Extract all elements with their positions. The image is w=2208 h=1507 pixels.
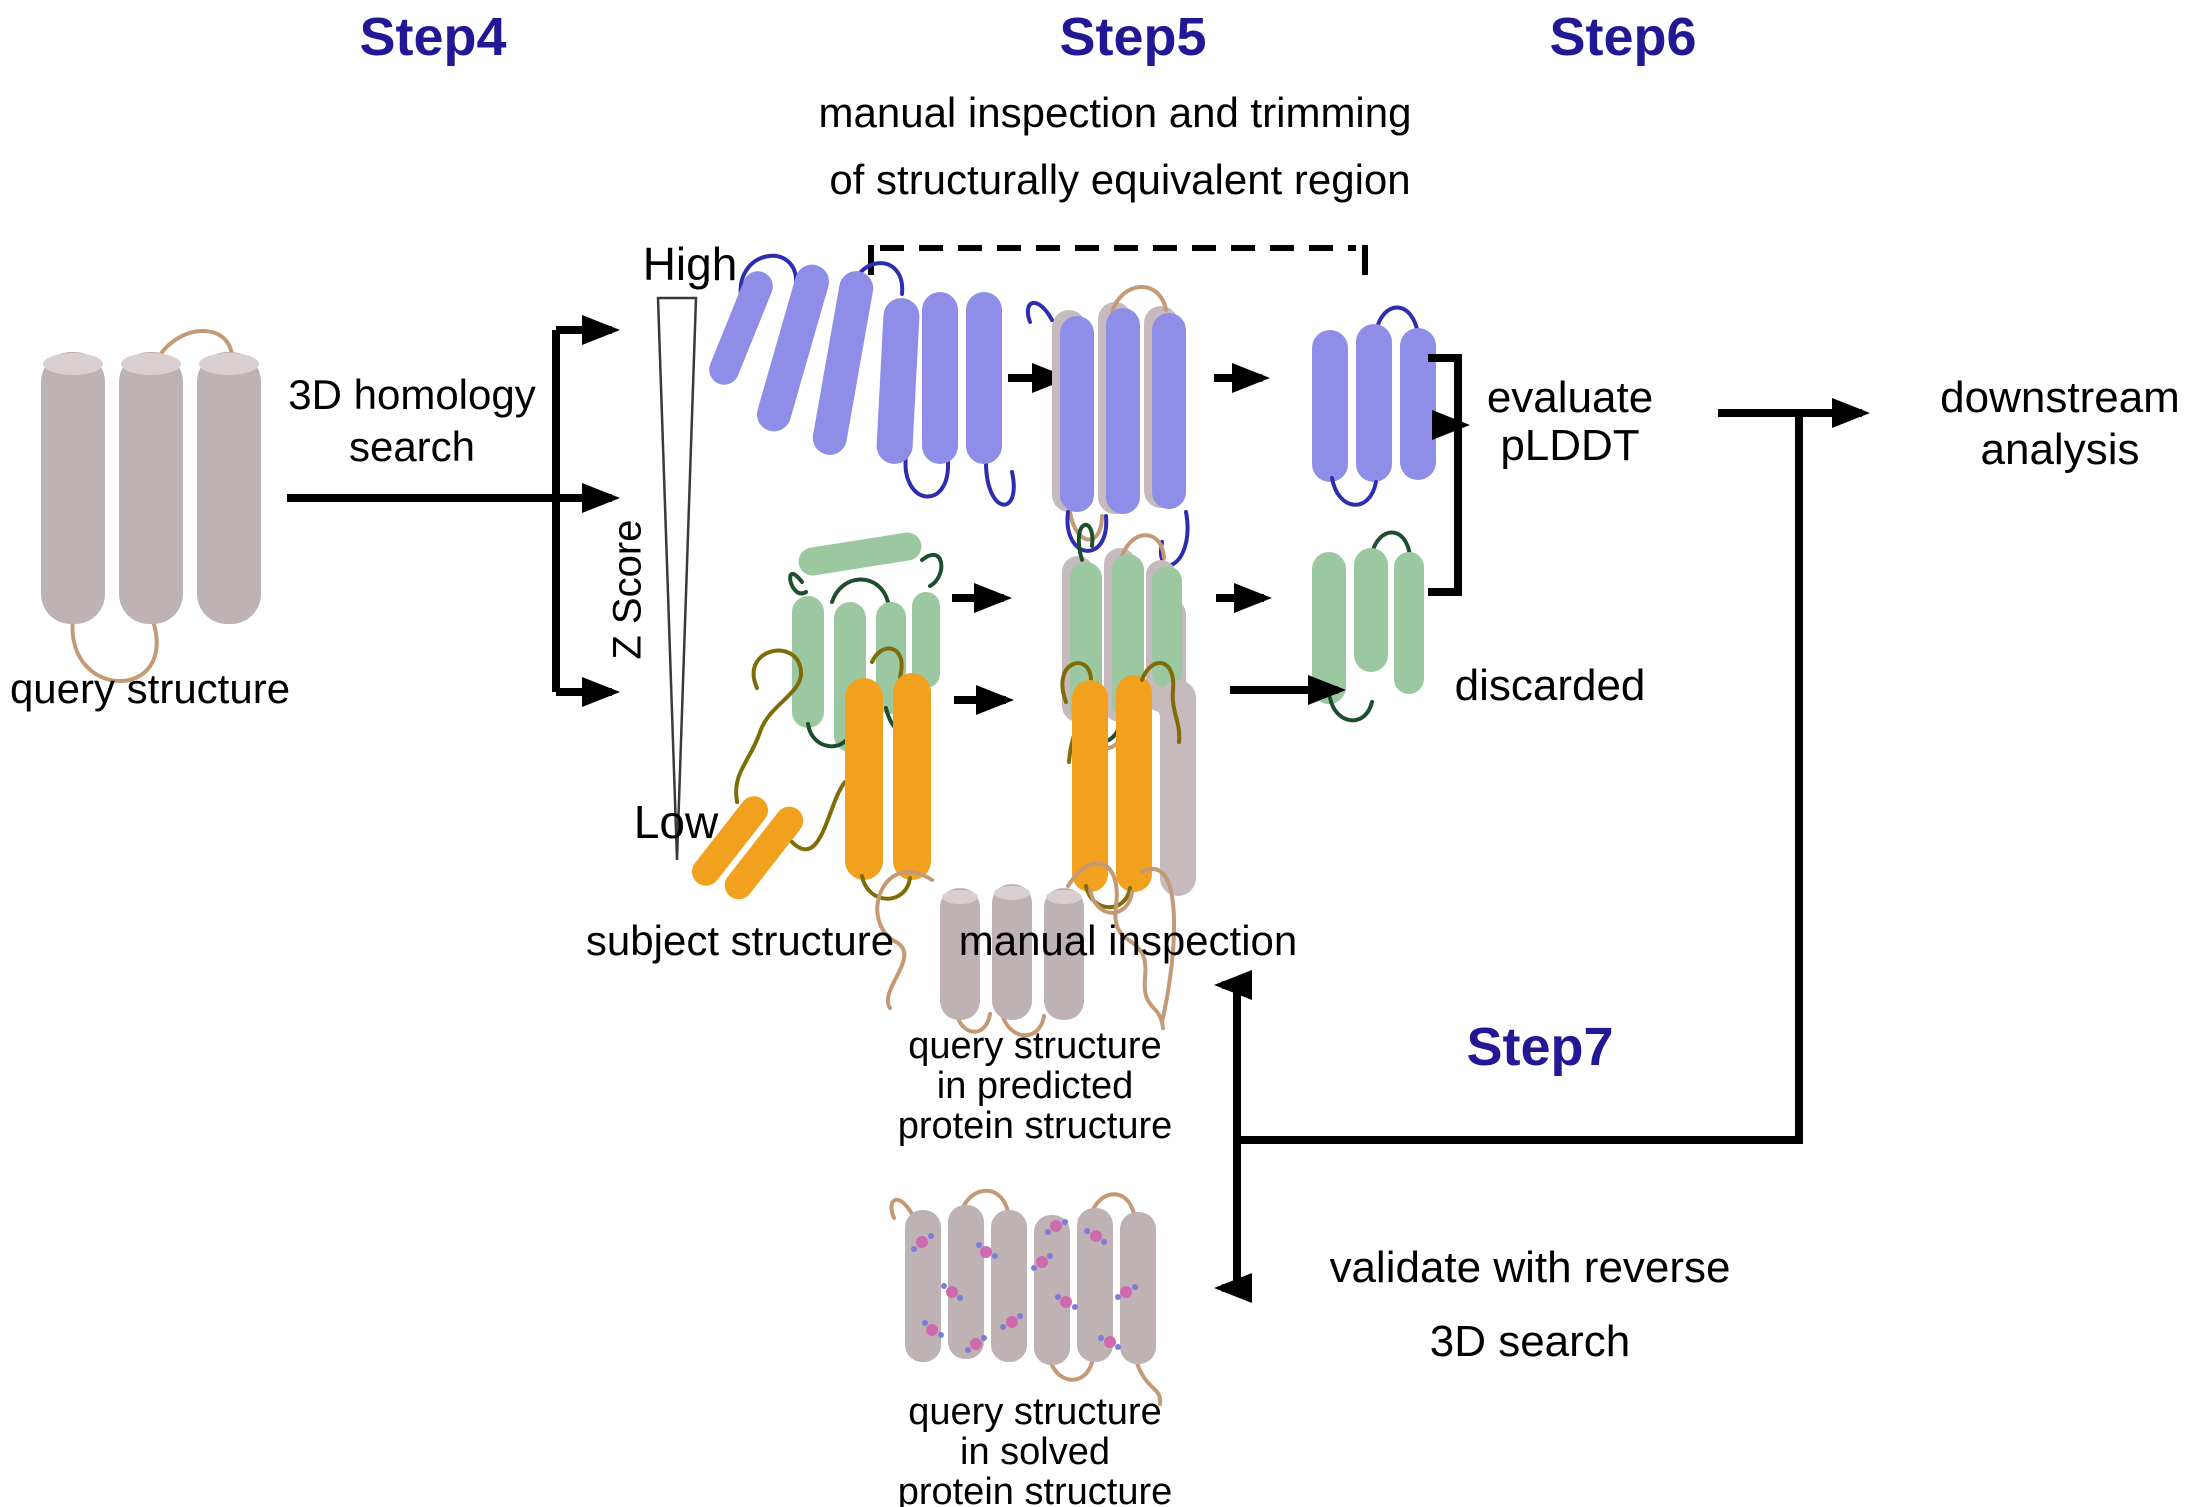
- homology-search-label-line2: search: [348, 423, 476, 470]
- zscore-axis-label: Z Score: [605, 519, 650, 660]
- evaluate-label-line2: pLDDT: [1500, 421, 1640, 470]
- evaluate-bracket: [1428, 354, 1470, 596]
- step7-connector: [1214, 417, 1803, 1303]
- step5-subtitle-line1: manual inspection and trimming: [818, 89, 1412, 136]
- homology-search-arrow: [287, 315, 620, 707]
- downstream-label-line1: downstream: [1940, 373, 2180, 422]
- blue-aligned-structure: [1025, 285, 1190, 567]
- predicted-structure-illustration: [875, 861, 1177, 1038]
- blue-trimmed-structure: [1312, 305, 1436, 507]
- solved-caption-line1: query structure: [908, 1391, 1162, 1433]
- step5-header: Step5: [1059, 7, 1207, 67]
- orange-aligned-structure: [1060, 661, 1196, 915]
- ligand-molecules: [911, 1219, 1138, 1353]
- validate-label-line1: validate with reverse: [1329, 1243, 1731, 1292]
- discarded-label: discarded: [1454, 661, 1646, 710]
- solved-structure-illustration: [889, 1188, 1163, 1406]
- step6-header: Step6: [1549, 7, 1697, 67]
- green-subject-structure: [788, 532, 944, 752]
- query-structure-caption: query structure: [9, 665, 291, 712]
- blue-subject-structure: [709, 253, 1016, 507]
- orange-subject-structure: [691, 646, 931, 901]
- step5-subtitle-line2: of structurally equivalent region: [829, 156, 1411, 203]
- predicted-caption-line2: in predicted: [936, 1065, 1134, 1107]
- predicted-caption-line1: query structure: [908, 1025, 1162, 1067]
- homology-search-label-line1: 3D homology: [288, 371, 536, 418]
- downstream-label-line2: analysis: [1980, 425, 2140, 474]
- subject-structure-caption: subject structure: [585, 917, 895, 964]
- zscore-high-label: High: [642, 238, 738, 290]
- query-structure-illustration: [41, 329, 261, 683]
- dashed-bracket: [868, 245, 1368, 275]
- zscore-low-label: Low: [633, 796, 719, 848]
- solved-caption-line3: protein structure: [897, 1471, 1173, 1507]
- predicted-caption-line3: protein structure: [897, 1105, 1173, 1147]
- validate-label-line2: 3D search: [1429, 1317, 1631, 1366]
- step4-header: Step4: [359, 7, 507, 67]
- green-trimmed-structure: [1312, 530, 1424, 723]
- solved-caption-line2: in solved: [960, 1431, 1110, 1473]
- evaluate-label-line1: evaluate: [1486, 373, 1654, 422]
- predicted-caption: query structure in predicted protein str…: [880, 1026, 1190, 1146]
- manual-inspection-caption: manual inspection: [958, 917, 1298, 964]
- zscore-funnel: [656, 296, 698, 861]
- solved-caption: query structure in solved protein struct…: [880, 1392, 1190, 1507]
- step7-header: Step7: [1466, 1017, 1614, 1077]
